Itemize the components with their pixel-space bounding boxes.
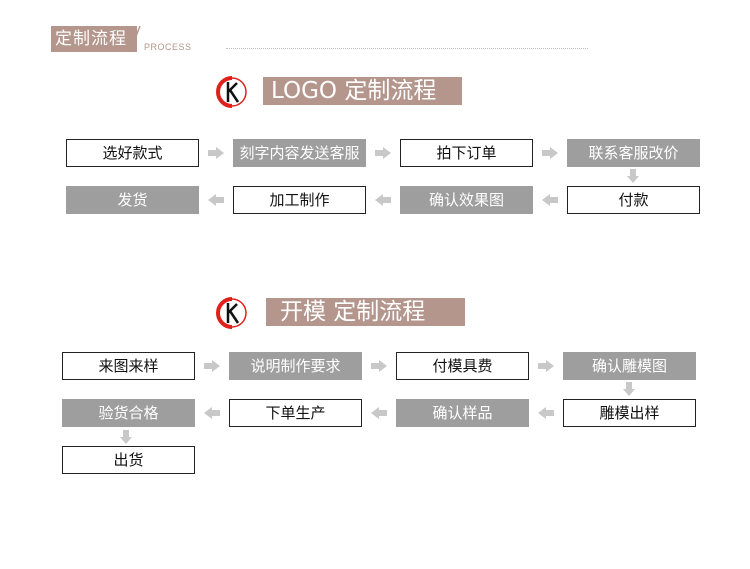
step-box: 加工制作 bbox=[233, 186, 366, 214]
header-slash bbox=[129, 25, 141, 53]
brand-logo-icon bbox=[216, 297, 247, 329]
arrow-right-icon bbox=[204, 360, 220, 372]
step-box: 说明制作要求 bbox=[229, 352, 362, 380]
step-box: 确认效果图 bbox=[400, 186, 533, 214]
arrow-right-icon bbox=[208, 147, 224, 159]
arrow-right-icon bbox=[371, 360, 387, 372]
step-box: 付模具费 bbox=[396, 352, 529, 380]
arrow-down-icon bbox=[623, 382, 635, 396]
step-box: 付款 bbox=[567, 186, 700, 214]
step-box: 拍下订单 bbox=[400, 139, 533, 167]
arrow-right-icon bbox=[538, 360, 554, 372]
step-box: 确认雕模图 bbox=[563, 352, 696, 380]
step-box: 发货 bbox=[66, 186, 199, 214]
step-box: 出货 bbox=[62, 446, 195, 474]
step-box: 选好款式 bbox=[66, 139, 199, 167]
arrow-left-icon bbox=[208, 194, 224, 206]
arrow-down-icon bbox=[120, 430, 132, 444]
arrow-left-icon bbox=[204, 407, 220, 419]
arrow-right-icon bbox=[542, 147, 558, 159]
arrow-left-icon bbox=[542, 194, 558, 206]
step-box: 雕模出样 bbox=[563, 399, 696, 427]
header-subtitle: PROCESS bbox=[144, 42, 192, 52]
header-divider bbox=[226, 48, 588, 49]
section-title-logo: LOGO 定制流程 bbox=[263, 77, 462, 105]
arrow-left-icon bbox=[538, 407, 554, 419]
brand-logo-icon bbox=[216, 76, 247, 108]
step-box: 刻字内容发送客服 bbox=[233, 139, 366, 167]
step-box: 确认样品 bbox=[396, 399, 529, 427]
arrow-left-icon bbox=[375, 194, 391, 206]
step-box: 验货合格 bbox=[62, 399, 195, 427]
header-title: 定制流程 bbox=[51, 26, 137, 52]
step-box: 下单生产 bbox=[229, 399, 362, 427]
step-box: 联系客服改价 bbox=[567, 139, 700, 167]
arrow-right-icon bbox=[375, 147, 391, 159]
arrow-left-icon bbox=[371, 407, 387, 419]
section-title-mold: 开模 定制流程 bbox=[266, 298, 465, 326]
arrow-down-icon bbox=[627, 169, 639, 183]
step-box: 来图来样 bbox=[62, 352, 195, 380]
